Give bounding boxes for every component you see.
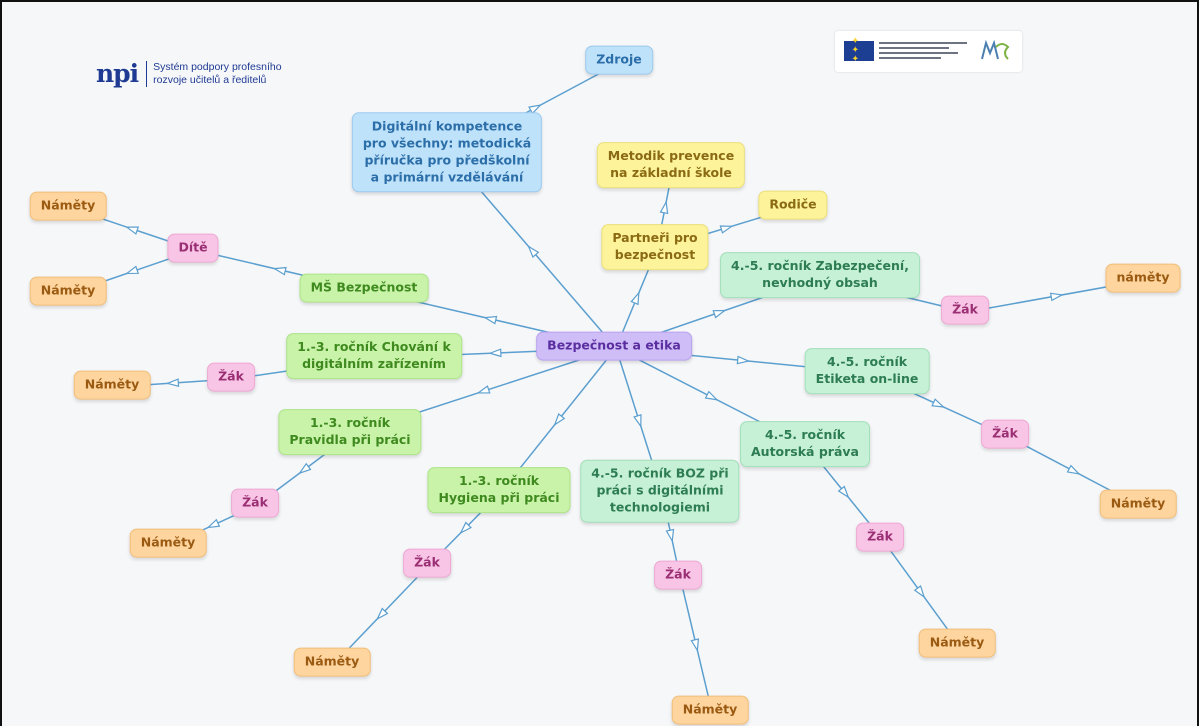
- node-zak-hygiena[interactable]: Žák: [403, 548, 451, 578]
- arrowhead-icon: [165, 378, 180, 388]
- arrowhead-icon: [528, 104, 542, 115]
- node-zak-boz[interactable]: Žák: [654, 560, 702, 590]
- npi-logo-tagline: Systém podpory profesního rozvoje učitel…: [153, 61, 282, 86]
- node-chovani[interactable]: 1.-3. ročník Chování k digitálním zaříze…: [286, 333, 462, 379]
- node-etiketa[interactable]: 4.-5. ročník Etiketa on-line: [804, 348, 930, 394]
- arrowhead-icon: [659, 200, 669, 215]
- node-zdroje[interactable]: Zdroje: [585, 45, 653, 75]
- arrowhead-icon: [1049, 292, 1064, 302]
- arrowhead-icon: [488, 348, 502, 358]
- arrowhead-icon: [527, 245, 540, 258]
- arrowhead-icon: [272, 266, 287, 276]
- node-metodik-prevence[interactable]: Metodik prevence na základní škole: [596, 142, 746, 188]
- arrowhead-icon: [476, 385, 491, 394]
- arrowhead-icon: [719, 225, 734, 234]
- eu-flag-icon: ✦ ✦ ✦: [844, 37, 874, 64]
- node-namety-hygiena[interactable]: Náměty: [293, 647, 371, 677]
- arrowhead-icon: [459, 521, 472, 535]
- node-autorska-prava[interactable]: 4.-5. ročník Autorská práva: [740, 421, 870, 467]
- node-zak-chovani[interactable]: Žák: [207, 362, 255, 392]
- arrowhead-icon: [298, 462, 312, 475]
- node-namety-etiketa[interactable]: Náměty: [1099, 489, 1177, 519]
- node-zabezpeceni[interactable]: 4.-5. ročník Zabezpečení, nevhodný obsah: [720, 252, 920, 298]
- arrowhead-icon: [125, 226, 140, 235]
- arrowhead-icon: [633, 414, 642, 429]
- node-zak-zabezpeceni[interactable]: Žák: [941, 295, 989, 325]
- arrowhead-icon: [376, 607, 389, 621]
- node-digitalni-kompetence[interactable]: Digitální kompetence pro všechny: metodi…: [351, 112, 543, 192]
- arrowhead-icon: [125, 265, 140, 275]
- node-ms-bezpecnost[interactable]: MŠ Bezpečnost: [299, 273, 429, 303]
- node-namety-boz[interactable]: Náměty: [671, 695, 749, 725]
- node-center[interactable]: Bezpečnost a etika: [536, 331, 692, 361]
- node-partneri[interactable]: Partneři pro bezpečnost: [601, 224, 709, 270]
- arrowhead-icon: [1066, 464, 1081, 475]
- node-hygiena[interactable]: 1.-3. ročník Hygiena při práci: [427, 467, 571, 513]
- logo-divider: [146, 60, 148, 87]
- node-namety-chovani[interactable]: Náměty: [73, 370, 151, 400]
- arrowhead-icon: [553, 413, 566, 427]
- npi-logo: npi Systém podpory profesního rozvoje uč…: [96, 59, 282, 88]
- node-namety-dite-2[interactable]: Náměty: [29, 276, 107, 306]
- arrowhead-icon: [483, 315, 498, 325]
- arrowhead-icon: [206, 518, 221, 529]
- arrowhead-icon: [913, 585, 926, 599]
- node-rodice[interactable]: Rodiče: [758, 190, 828, 220]
- node-dite[interactable]: Dítě: [167, 233, 219, 263]
- node-namety-pravidla[interactable]: Náměty: [129, 528, 207, 558]
- arrowhead-icon: [712, 309, 727, 319]
- arrowhead-icon: [931, 398, 946, 408]
- node-zak-etiketa[interactable]: Žák: [981, 419, 1029, 449]
- node-zak-pravidla[interactable]: Žák: [231, 488, 279, 518]
- arrowhead-icon: [736, 355, 751, 365]
- arrowhead-icon: [690, 638, 700, 653]
- funding-logos-banner: ✦ ✦ ✦: [835, 31, 1022, 72]
- npi-logo-mark: npi: [96, 59, 139, 88]
- msmt-logo-icon: [981, 39, 1010, 60]
- node-namety-dite-1[interactable]: Náměty: [29, 191, 107, 221]
- arrowhead-icon: [665, 528, 675, 543]
- arrowhead-icon: [837, 485, 850, 499]
- arrowhead-icon: [630, 291, 640, 306]
- node-namety-autorska[interactable]: Náměty: [918, 628, 996, 658]
- node-namety-zabezpeceni[interactable]: náměty: [1105, 263, 1181, 293]
- node-boz[interactable]: 4.-5. ročník BOZ při práci s digitálními…: [580, 459, 740, 523]
- node-pravidla[interactable]: 1.-3. ročník Pravidla při práci: [278, 409, 422, 455]
- node-zak-autorska[interactable]: Žák: [856, 522, 904, 552]
- arrowhead-icon: [704, 390, 719, 401]
- eu-funding-caption: [879, 42, 967, 62]
